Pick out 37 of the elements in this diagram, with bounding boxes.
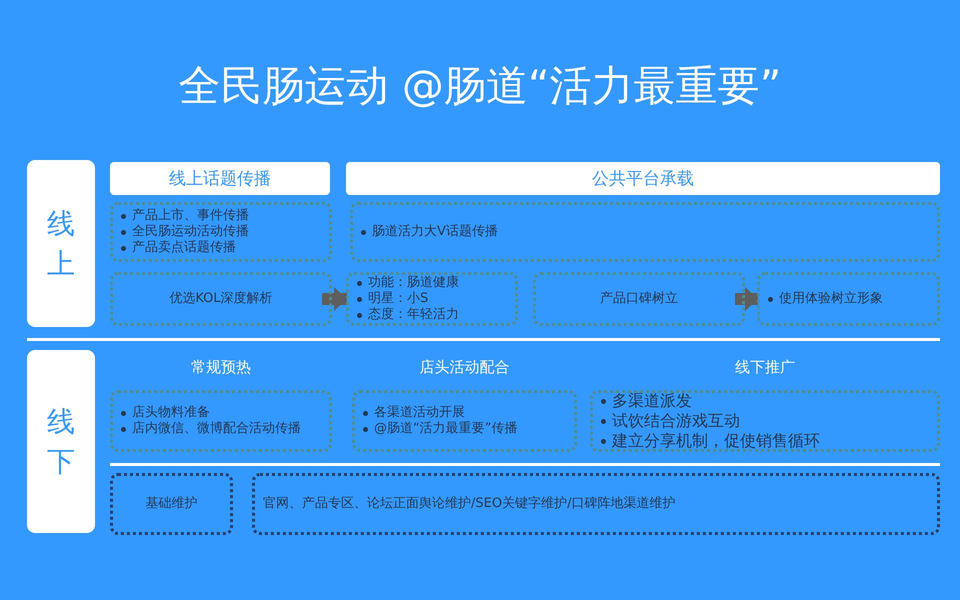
dotted-box: [533, 272, 745, 326]
dotted-box: [110, 202, 332, 262]
block-arrow: [322, 287, 347, 311]
section-heading: 常规预热: [190, 357, 252, 378]
section-tab: 线上: [27, 160, 95, 327]
bullet-item: 肠道活力大V话题传播: [372, 224, 498, 240]
bullet-item: 各渠道活动开展: [374, 405, 465, 421]
bullet-item: 店头物料准备: [132, 405, 210, 421]
box-text: 产品口碑树立: [600, 291, 678, 307]
bullet-item: 产品卖点话题传播: [132, 240, 236, 256]
bullet-item: 态度：年轻活力: [368, 307, 459, 323]
bullet-item: @肠道“活力最重要”传播: [374, 421, 518, 437]
bullet-item: 店内微信、微博配合活动传播: [132, 421, 301, 437]
block-arrow: [735, 287, 758, 311]
dotted-box: [110, 473, 233, 535]
bullet-item: 多渠道派发: [612, 391, 692, 411]
box-text: 优选KOL深度解析: [169, 291, 273, 307]
box-text: 基础维护: [146, 496, 198, 512]
section-tab: 线下: [27, 350, 95, 533]
dotted-box: [110, 272, 332, 326]
bullet-item: 功能：肠道健康: [368, 275, 459, 291]
bullet-item: 使用体验树立形象: [779, 291, 883, 307]
bullet-item: 试饮结合游戏互动: [612, 411, 740, 431]
bullet-item: 建立分享机制，促使销售循环: [612, 431, 820, 451]
dotted-box: [757, 272, 940, 326]
header-bar: 公共平台承载: [346, 162, 940, 195]
dotted-box: [346, 272, 518, 326]
title: 全民肠运动 @肠道“活力最重要”: [178, 60, 782, 112]
section-heading: 线下推广: [734, 357, 796, 378]
dotted-box: [252, 473, 940, 535]
bullet-item: 产品上市、事件传播: [132, 208, 249, 224]
dotted-box: [350, 202, 940, 262]
box-text: 官网、产品专区、论坛正面舆论维护/SEO关键字维护/口碑阵地渠道维护: [263, 496, 676, 512]
bullet-item: 全民肠运动活动传播: [132, 224, 249, 240]
bullet-item: 明星：小S: [368, 291, 428, 307]
section-heading: 店头活动配合: [418, 357, 510, 378]
header-bar: 线上话题传播: [110, 162, 330, 195]
